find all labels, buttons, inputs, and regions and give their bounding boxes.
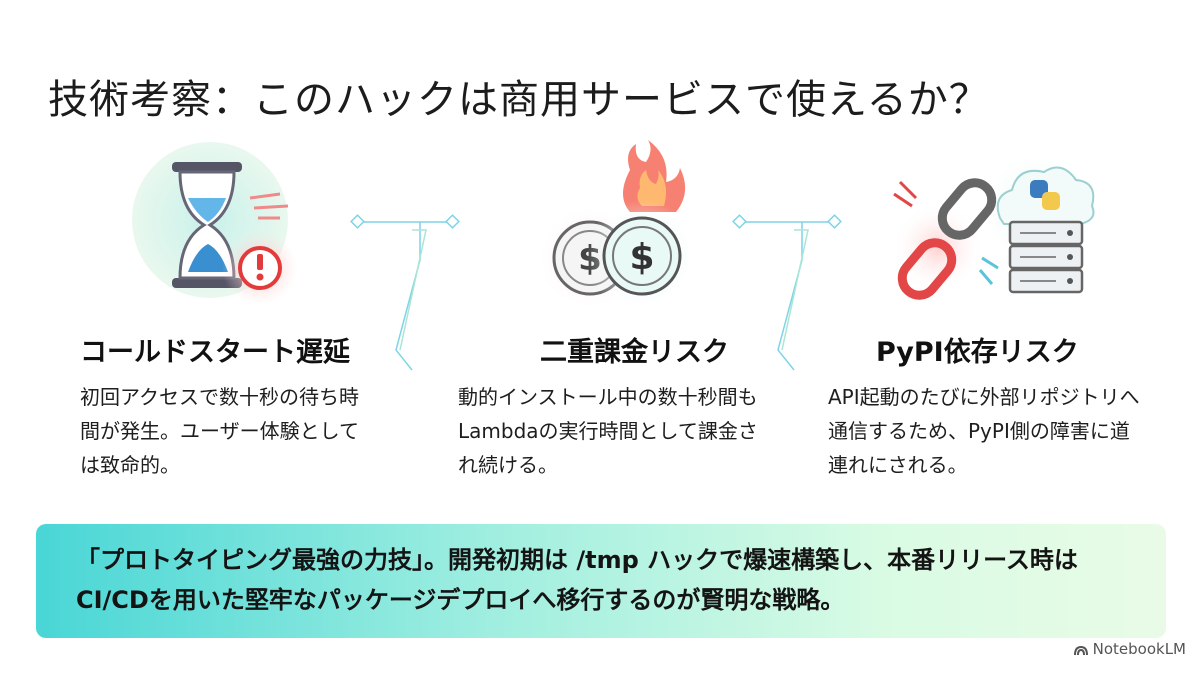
notebooklm-logo-icon xyxy=(1073,645,1088,655)
hourglass-warning-icon xyxy=(132,142,298,306)
connector-line xyxy=(732,214,842,371)
broken-chain-python-server-icon xyxy=(892,148,1100,300)
card-body: 動的インストール中の数十秒間もLambdaの実行時間として課金され続ける。 xyxy=(458,385,758,477)
card-heading: PyPI依存リスク xyxy=(876,337,1079,368)
page-title: 技術考察：このハックは商用サービスで使えるか？ xyxy=(48,76,990,123)
card-heading: コールドスタート遅延 xyxy=(80,337,350,368)
banner-text: 「プロトタイピング最強の力技」。開発初期は /tmp ハックで爆速構築し、本番リ… xyxy=(76,546,1078,614)
card-body: API起動のたびに外部リポジトリへ通信するため、PyPI側の障害に道連れにされる… xyxy=(828,385,1140,477)
card-heading: 二重課金リスク xyxy=(540,337,729,368)
connector-line xyxy=(350,214,460,371)
burning-coins-icon: $ $ xyxy=(538,140,698,310)
conclusion-banner: 「プロトタイピング最強の力技」。開発初期は /tmp ハックで爆速構築し、本番リ… xyxy=(36,524,1166,638)
svg-text:$: $ xyxy=(629,237,654,278)
card-body: 初回アクセスで数十秒の待ち時間が発生。ユーザー体験としては致命的。 xyxy=(80,385,359,477)
notebooklm-watermark: NotebookLM xyxy=(1073,640,1186,658)
watermark-text: NotebookLM xyxy=(1092,640,1186,658)
